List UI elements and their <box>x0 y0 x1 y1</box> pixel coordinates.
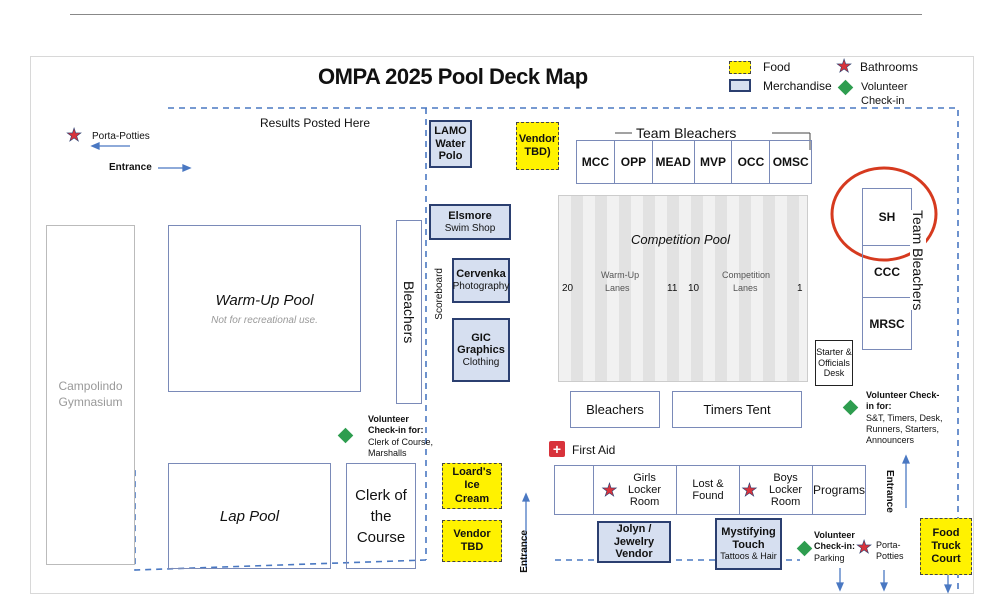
loards-ice-cream-booth: Loard's Ice Cream <box>442 463 502 509</box>
porta-potties-star-icon: ★ <box>66 125 83 145</box>
map-title: OMPA 2025 Pool Deck Map <box>318 64 588 89</box>
legend-food-label: Food <box>763 60 791 74</box>
lamo-water-polo-booth: LAMO Water Polo <box>429 120 472 168</box>
campolindo-gymnasium: Campolindo Gymnasium <box>46 225 135 565</box>
legend-merchandise-label: Merchandise <box>763 79 832 93</box>
volunteer-parking-text: Volunteer Check-in: Parking <box>814 530 864 564</box>
team-omsc: OMSC <box>772 155 809 169</box>
comp-lanes-label: Competition <box>722 270 771 280</box>
legend-volunteer-label: Volunteer Check-in <box>861 81 908 108</box>
comp-lane-start: 10 <box>688 283 700 294</box>
entrance-right-label: Entrance <box>884 470 895 513</box>
warmup-pool: Warm-Up Pool Not for recreational use. <box>168 225 361 392</box>
elsmore-sub: Swim Shop <box>444 222 496 234</box>
gic-graphics-booth: GIC Graphics Clothing <box>452 318 510 382</box>
entrance-bottom-label: Entrance <box>519 530 530 573</box>
clerk-of-the-course: Clerk of the Course <box>346 463 416 569</box>
volunteer-parking-sub: Parking <box>814 552 845 563</box>
legend-merchandise-swatch <box>729 79 751 92</box>
team-mead: MEAD <box>653 141 695 183</box>
girls-bathroom-star-icon: ★ <box>601 480 618 500</box>
competition-pool <box>558 195 808 382</box>
warmup-pool-note: Not for recreational use. <box>211 314 318 326</box>
bleachers-bottom: Bleachers <box>570 391 660 428</box>
team-opp: OPP <box>615 141 653 183</box>
team-bleachers-right-label: Team Bleachers <box>910 210 926 311</box>
volunteer-right-text: Volunteer Check-in for: S&T, Timers, Des… <box>866 390 946 446</box>
gic-sub: Clothing <box>462 356 500 368</box>
first-aid-label: First Aid <box>572 443 616 457</box>
legend-food-swatch <box>729 61 751 74</box>
locker-row: ★ Girls Locker Room Lost & Found ★ Boys … <box>554 465 866 515</box>
volunteer-right-title: Volunteer Check-in for: <box>866 390 940 412</box>
results-posted-label: Results Posted Here <box>260 116 371 130</box>
legend-bathroom-star-icon: ★ <box>836 56 853 76</box>
mystifying-sub: Tattoos & Hair <box>720 551 777 562</box>
food-truck-court: Food Truck Court <box>920 518 972 575</box>
timers-tent: Timers Tent <box>672 391 802 428</box>
vendor-tbd-top-booth: Vendor TBD) <box>516 122 559 170</box>
comp-lanes-text: Lanes <box>733 283 758 293</box>
legend-bathrooms-label: Bathrooms <box>860 60 919 74</box>
locker-row-blank <box>555 466 594 514</box>
team-mrsc: MRSC <box>869 316 905 331</box>
boys-bathroom-star-icon: ★ <box>741 480 758 500</box>
girls-locker-room: ★ Girls Locker Room <box>594 466 677 514</box>
volunteer-clerk-text: Volunteer Check-in for: Clerk of Course,… <box>368 414 438 459</box>
volunteer-parking-title: Volunteer Check-in: <box>814 530 856 552</box>
warmup-lanes-text: Lanes <box>605 283 630 293</box>
lost-found: Lost & Found <box>677 466 740 514</box>
mystifying-touch-booth: Mystifying Touch Tattoos & Hair <box>715 518 782 570</box>
volunteer-clerk-title: Volunteer Check-in for: <box>368 414 424 436</box>
warmup-lanes-label: Warm-Up <box>601 270 640 280</box>
mystifying-title: Mystifying Touch <box>721 526 776 551</box>
jolyn-jewelry-vendor-booth: Jolyn / Jewelry Vendor <box>597 521 671 563</box>
scoreboard-label: Scoreboard <box>434 268 445 320</box>
competition-pool-label: Competition Pool <box>631 232 730 247</box>
porta-potties-label-tl: Porta-Potties <box>92 131 150 142</box>
warmup-lane-start: 20 <box>562 283 574 294</box>
volunteer-right-sub: S&T, Timers, Desk, Runners, Starters, An… <box>866 412 943 446</box>
porta-potties-br-star-icon: ★ <box>856 537 873 557</box>
team-ccc: CCC <box>863 246 911 299</box>
starter-officials-desk: Starter & Officials Desk <box>815 340 853 386</box>
warmup-lane-end: 11 <box>667 283 678 294</box>
elsmore-swim-shop-booth: Elsmore Swim Shop <box>429 204 511 240</box>
team-bleachers-top-label: Team Bleachers <box>636 125 737 141</box>
elsmore-title: Elsmore <box>448 209 492 222</box>
bleachers-vertical-label: Bleachers <box>401 280 417 344</box>
warmup-pool-label: Warm-Up Pool <box>215 291 314 309</box>
volunteer-clerk-sub: Clerk of Course, Marshalls <box>368 436 434 458</box>
bleachers-vertical-box: Bleachers <box>396 220 422 404</box>
gic-title: GIC Graphics <box>457 331 505 357</box>
gym-label: Campolindo Gymnasium <box>58 379 123 409</box>
map-frame <box>30 56 974 594</box>
first-aid-cross-icon: + <box>549 441 565 457</box>
team-bleachers-right-column: SH CCC MRSC <box>862 188 912 350</box>
top-rule <box>70 14 922 15</box>
boys-locker-room: ★ Boys Locker Room <box>740 466 813 514</box>
vendor-tbd-bottom-booth: Vendor TBD <box>442 520 502 562</box>
lap-pool: Lap Pool <box>168 463 331 569</box>
team-mcc: MCC <box>577 141 615 183</box>
team-bleachers-top-row: MCC OPP MEAD MVP OCC OMSC <box>576 140 812 184</box>
entrance-label-tl: Entrance <box>109 162 152 173</box>
cervenka-title: Cervenka <box>456 268 506 281</box>
porta-potties-br-label: Porta-Potties <box>876 540 904 562</box>
cervenka-photography-booth: Cervenka Photography <box>452 258 510 303</box>
cervenka-sub: Photography <box>452 281 510 293</box>
team-mvp: MVP <box>695 141 733 183</box>
programs: Programs <box>813 483 866 497</box>
team-occ: OCC <box>732 141 771 183</box>
team-sh: SH <box>863 189 911 247</box>
comp-lane-end: 1 <box>797 283 803 294</box>
